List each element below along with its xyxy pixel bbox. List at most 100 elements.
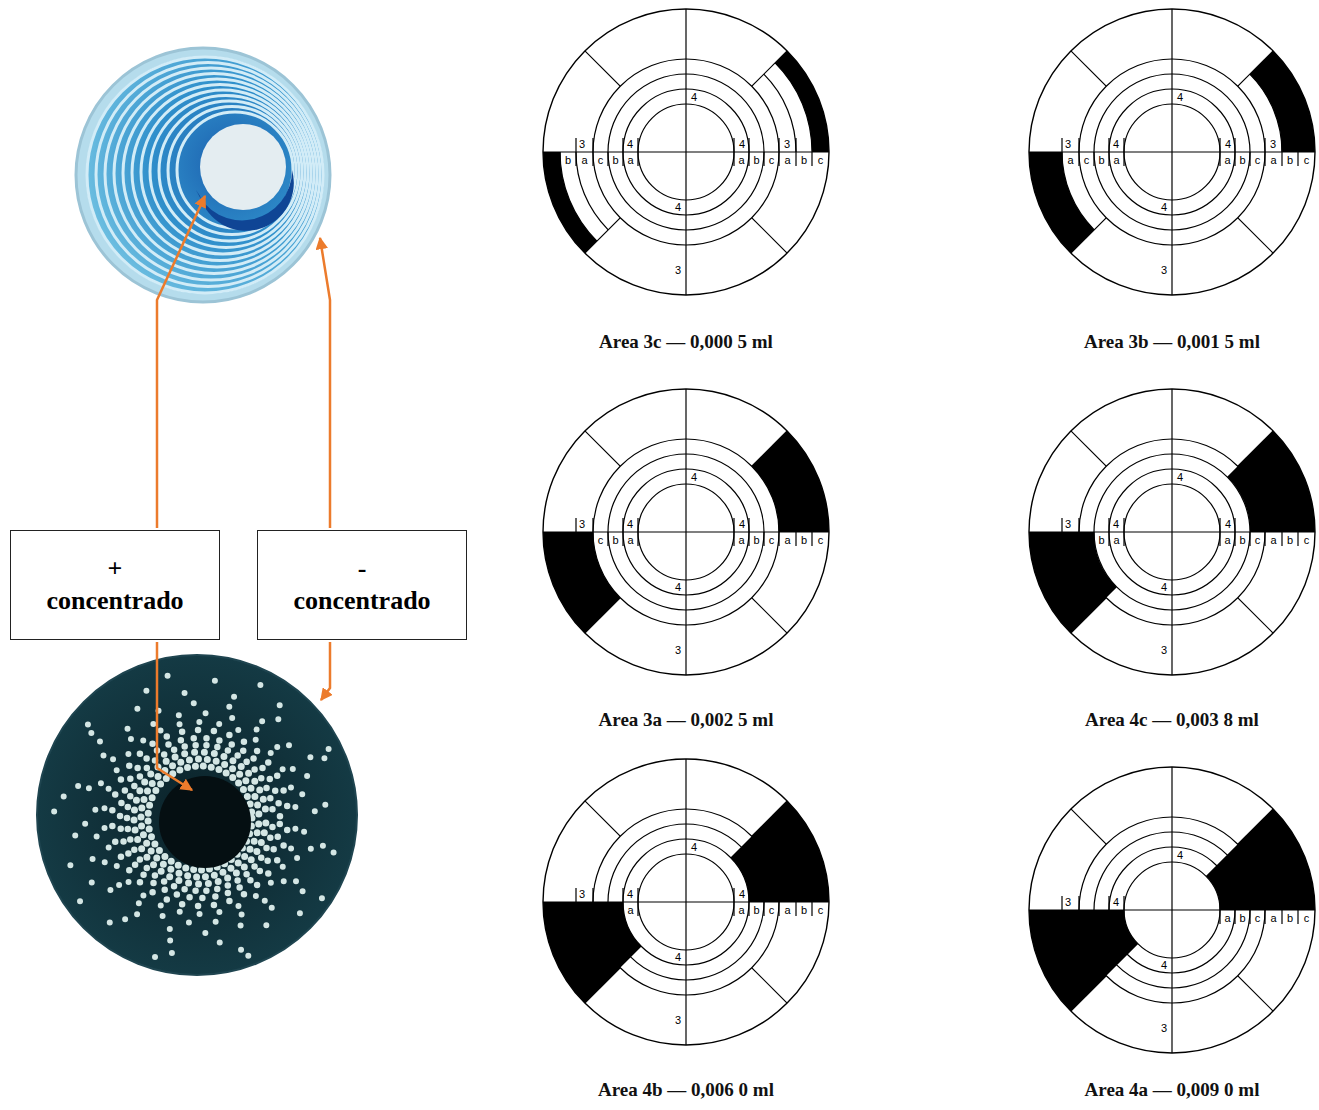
- plate-medium: [37, 655, 357, 975]
- ring-group-number: 3: [1161, 1022, 1167, 1034]
- ring-letter: c: [1255, 534, 1261, 546]
- ring-letter: a: [1224, 534, 1230, 546]
- area-caption: Area 4a — 0,009 0 ml: [1085, 1079, 1260, 1101]
- ring-group-number: 4: [675, 951, 681, 963]
- label-box: + concentrado: [10, 530, 220, 640]
- ring-letter: c: [769, 904, 775, 916]
- ring-letter: c: [818, 534, 824, 546]
- ring-group-number: 4: [627, 888, 633, 900]
- counting-grid: [1029, 389, 1315, 675]
- ring-group-number: 3: [1065, 896, 1071, 908]
- ring-letter: a: [1113, 534, 1119, 546]
- ring-group-number: 3: [1065, 518, 1071, 530]
- ring-letter: b: [753, 904, 759, 916]
- ring-letter: b: [1287, 534, 1293, 546]
- ring-group-number: 4: [1113, 896, 1119, 908]
- ring-letter: a: [784, 904, 790, 916]
- ring-group-number: 4: [691, 841, 697, 853]
- ring-letter: b: [753, 534, 759, 546]
- ring-letter: b: [565, 154, 571, 166]
- ring-group-number: 3: [675, 264, 681, 276]
- ring-group-number: 3: [579, 518, 585, 530]
- ring-group-number: 4: [1177, 91, 1183, 103]
- counted-area: [1029, 431, 1315, 633]
- leader-arrow: [157, 196, 205, 528]
- plate-center: [159, 776, 251, 868]
- ring-letter: c: [1084, 154, 1090, 166]
- ring-group-number: 4: [1225, 518, 1231, 530]
- ring-letter: b: [1239, 154, 1245, 166]
- ring-group-number: 4: [1113, 138, 1119, 150]
- ring-group-number: 4: [1161, 959, 1167, 971]
- colony-plate: [37, 655, 357, 975]
- leader-arrow: [157, 642, 192, 790]
- area-caption: Area 3b — 0,001 5 ml: [1084, 331, 1260, 353]
- box-label: + concentrado: [46, 553, 183, 618]
- ring-group-number: 4: [627, 518, 633, 530]
- area-caption: Area 4b — 0,006 0 ml: [598, 1079, 774, 1101]
- ring-letter: b: [612, 154, 618, 166]
- ring-letter: c: [1304, 912, 1310, 924]
- ring-group-number: 4: [739, 888, 745, 900]
- area-caption: Area 3a — 0,002 5 ml: [599, 709, 774, 731]
- counting-grid: [1029, 9, 1315, 295]
- plate-rim: [76, 48, 330, 302]
- ring-group-number: 3: [579, 138, 585, 150]
- counted-areas: [543, 51, 1315, 1011]
- colonies: [54, 672, 346, 964]
- counted-area: [1029, 51, 1315, 253]
- ring-group-number: 4: [691, 471, 697, 483]
- counting-grid: [1029, 767, 1315, 1053]
- leader-arrow: [320, 238, 330, 528]
- box-label: - concentrado: [293, 553, 430, 618]
- ring-letter: b: [1098, 154, 1104, 166]
- ring-group-number: 4: [675, 581, 681, 593]
- counted-area: [543, 801, 829, 1003]
- ring-letter: c: [1255, 912, 1261, 924]
- ring-letter: a: [784, 534, 790, 546]
- ring-letter: b: [801, 904, 807, 916]
- area-caption: Area 4c — 0,003 8 ml: [1085, 709, 1259, 731]
- ring-letter: a: [738, 154, 744, 166]
- box-text-stack: + concentrado: [46, 553, 183, 618]
- ring-letter: a: [627, 154, 633, 166]
- ring-group-number: 3: [784, 138, 790, 150]
- ring-letter: c: [769, 154, 775, 166]
- ring-letter: a: [738, 904, 744, 916]
- ring-letter: a: [1224, 154, 1230, 166]
- ring-letter: a: [1067, 154, 1073, 166]
- ring-letter: a: [1224, 912, 1230, 924]
- ring-letter: b: [1287, 912, 1293, 924]
- area-caption: Area 3c — 0,000 5 ml: [599, 331, 773, 353]
- plate-medium: [86, 56, 324, 294]
- ring-group-number: 3: [579, 888, 585, 900]
- ring-group-number: 4: [1161, 201, 1167, 213]
- ring-letter: c: [769, 534, 775, 546]
- ring-letter: b: [801, 154, 807, 166]
- spiral-plate: [76, 48, 330, 302]
- ring-letter: c: [818, 904, 824, 916]
- ring-letter: a: [627, 534, 633, 546]
- ring-letter: a: [1270, 154, 1276, 166]
- counting-grid: [543, 9, 829, 295]
- ring-letter: c: [1304, 154, 1310, 166]
- ring-letter: a: [784, 154, 790, 166]
- ring-group-number: 3: [1161, 264, 1167, 276]
- ring-letter: b: [1287, 154, 1293, 166]
- ring-group-number: 4: [739, 518, 745, 530]
- label-box: - concentrado: [257, 530, 467, 640]
- plate-center: [200, 124, 286, 210]
- ring-group-number: 4: [675, 201, 681, 213]
- ring-group-number: 4: [1225, 138, 1231, 150]
- ring-letter: b: [612, 534, 618, 546]
- ring-group-number: 4: [1113, 518, 1119, 530]
- ring-group-number: 4: [1177, 849, 1183, 861]
- ring-letter: c: [1304, 534, 1310, 546]
- ring-letter: a: [627, 904, 633, 916]
- ring-letter: c: [1255, 154, 1261, 166]
- ring-group-number: 3: [1270, 138, 1276, 150]
- ring-letter: a: [1270, 912, 1276, 924]
- ring-group-number: 4: [627, 138, 633, 150]
- ring-letter: c: [818, 154, 824, 166]
- ring-group-number: 3: [1065, 138, 1071, 150]
